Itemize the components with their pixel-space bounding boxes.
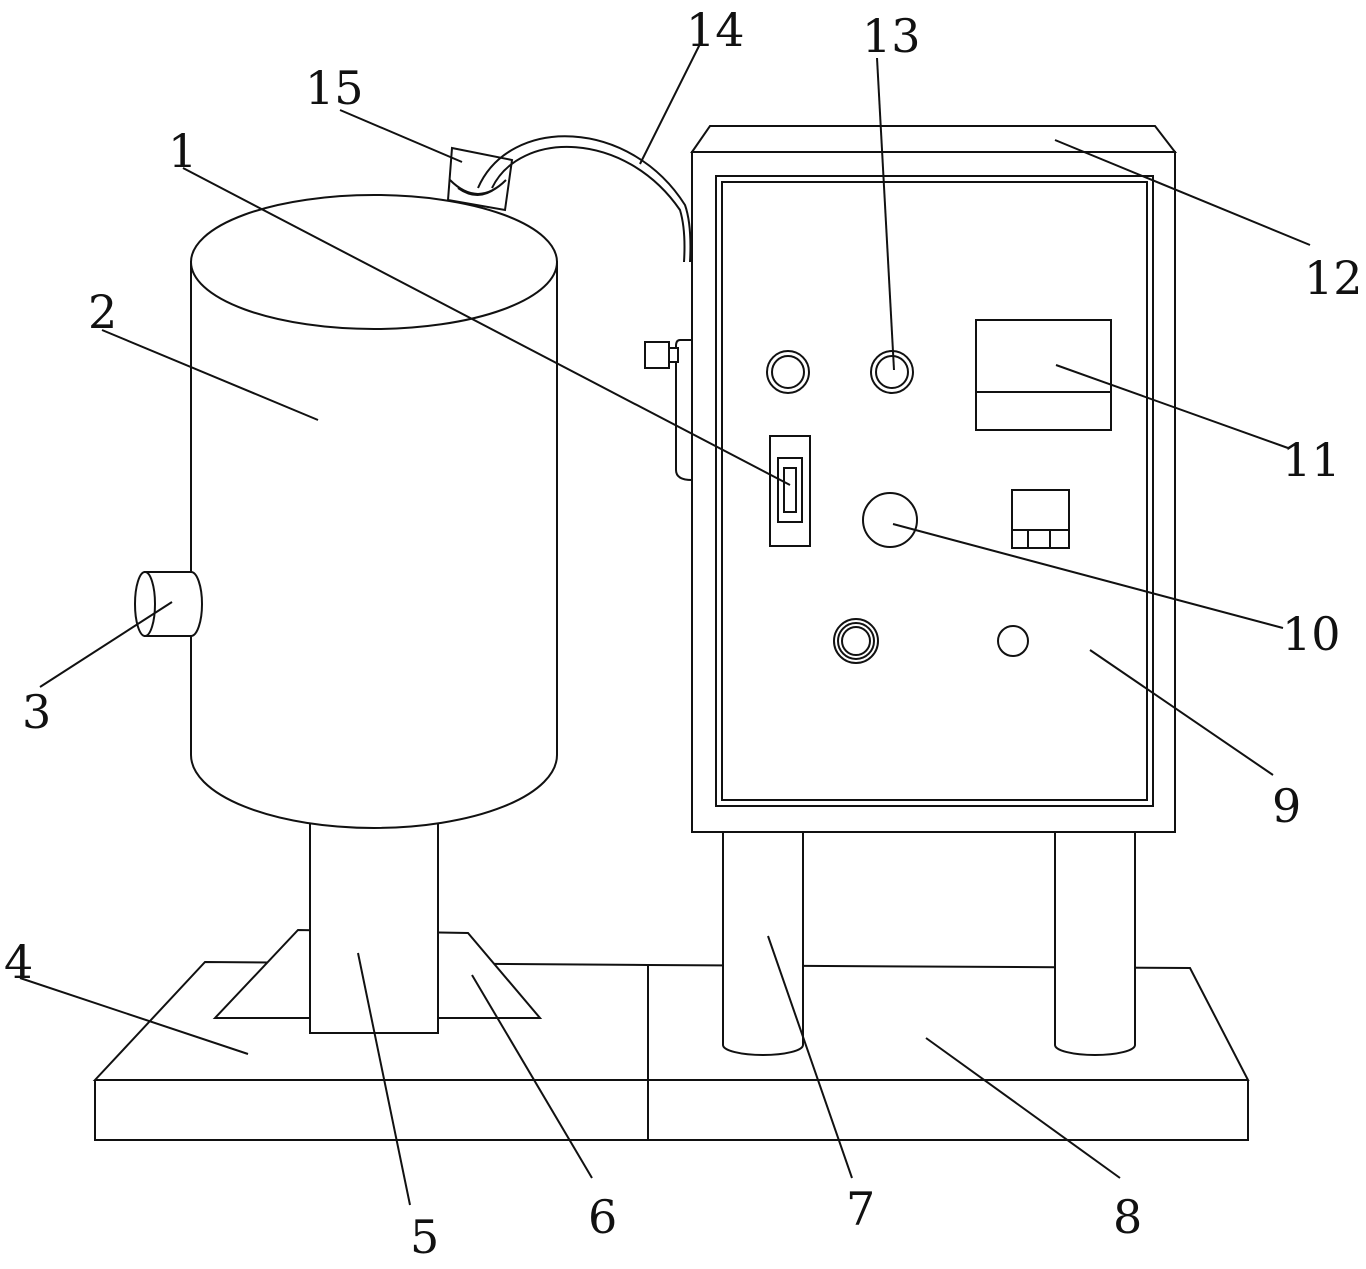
control-cabinet: [690, 125, 1178, 833]
hose-pipe: [477, 135, 692, 263]
label-2: 2: [88, 285, 117, 339]
label-7: 7: [846, 1182, 875, 1236]
cabinet-leg-left: [722, 832, 804, 1056]
terminal-block: [1011, 489, 1070, 549]
tank-support-column: [309, 814, 439, 1034]
indicator-lamp-left: [766, 350, 810, 394]
label-8: 8: [1113, 1190, 1142, 1244]
top-bracket: [446, 146, 514, 212]
side-inlet-pipe: [134, 571, 203, 637]
push-button: [833, 618, 879, 664]
label-15: 15: [305, 61, 364, 115]
display-screen: [975, 319, 1112, 431]
label-14: 14: [686, 3, 745, 57]
label-6: 6: [588, 1190, 617, 1244]
label-13: 13: [862, 9, 921, 63]
label-9: 9: [1272, 779, 1301, 833]
label-3: 3: [22, 685, 51, 739]
label-12: 12: [1304, 251, 1363, 305]
label-4: 4: [4, 935, 33, 989]
label-5: 5: [410, 1210, 439, 1264]
base-plate: [92, 960, 1250, 1141]
label-11: 11: [1282, 433, 1341, 487]
selector-switch: [769, 435, 811, 547]
small-indicator: [997, 625, 1029, 657]
leader-lines: [19, 43, 1311, 1206]
cylindrical-tank: [190, 194, 558, 829]
control-knob: [862, 492, 918, 548]
reference-numerals: 1 2 3 4 5 6 7 8 9 10 11 12 13 14 15: [4, 3, 1363, 1264]
cabinet-side-bracket: [644, 339, 693, 481]
cabinet-leg-right: [1054, 832, 1136, 1056]
label-1: 1: [168, 124, 197, 178]
label-10: 10: [1282, 607, 1341, 661]
